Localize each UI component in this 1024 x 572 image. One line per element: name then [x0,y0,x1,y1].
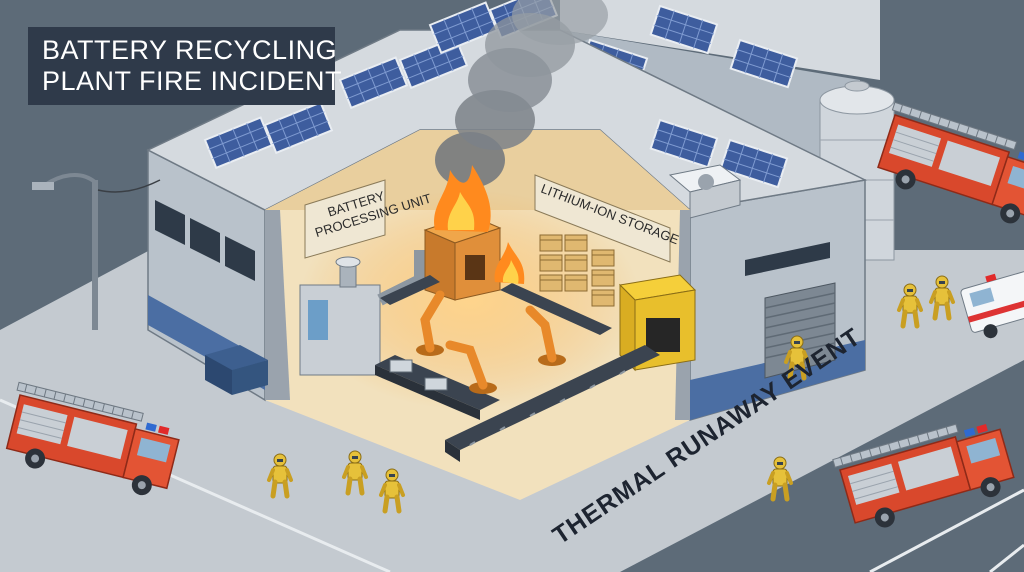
storage-label-plate [534,174,671,263]
street-lamp-icon [32,173,161,330]
conveyor-belts [375,275,660,462]
wall-windows [155,200,255,281]
ac-fan-icon [668,164,742,219]
robot-arm-icon [416,290,566,394]
right-windows [745,242,830,276]
title-line-1: BATTERY RECYCLING [42,35,338,65]
dumpster-icon [205,345,268,395]
processing-unit-label-plate [304,179,386,259]
title-line-2: PLANT FIRE INCIDENT [42,66,343,96]
fire-icon [434,165,525,284]
loading-door[interactable] [764,282,836,379]
ambulance-icon [960,268,1024,339]
title-box: BATTERY RECYCLING PLANT FIRE INCIDENT [28,27,343,105]
